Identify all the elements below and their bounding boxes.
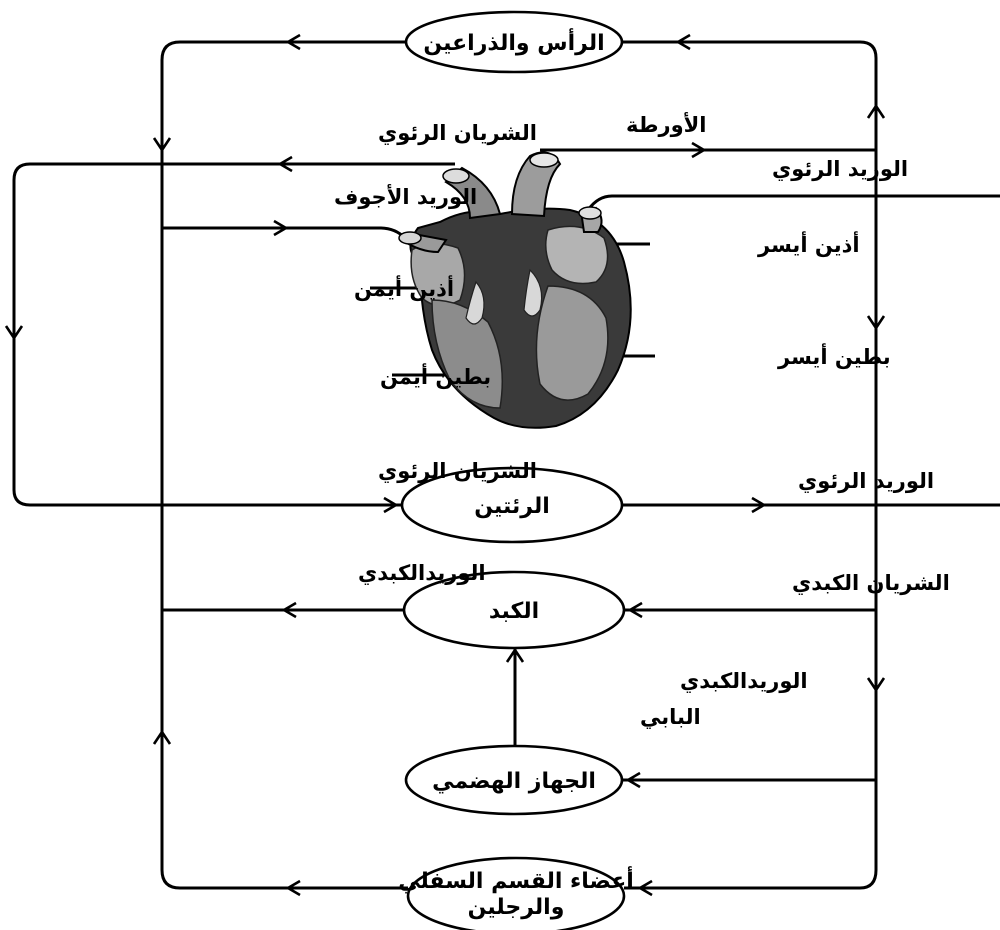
aorta-opening [530, 153, 558, 167]
left-return-line [162, 42, 405, 60]
label-pulmonary-vein-top: الوريد الرئوي [772, 157, 908, 182]
organ-head-arms: الرأس والذراعين [406, 12, 622, 72]
label-right-ventricle: بطين أيمن [380, 362, 491, 389]
label-aorta: الأورطة [626, 111, 707, 137]
organ-digestive: الجهاز الهضمي [406, 746, 622, 814]
pulmonary-vein-line [588, 196, 1000, 210]
label-vena-cava: الوريد الأجوف [334, 183, 477, 209]
organ-lower-body: أعضاء القسم السفلي والرجلين [398, 858, 634, 930]
pulmonary-artery-path [14, 164, 455, 505]
label-left-atrium: أذين أيسر [757, 230, 860, 257]
label-lungs: الرئتين [474, 494, 550, 519]
label-hepatic-portal-2: البابي [640, 705, 701, 729]
label-pulmonary-vein-bottom: الوريد الرئوي [798, 469, 934, 494]
label-hepatic-artery: الشريان الكبدي [792, 571, 950, 596]
label-right-atrium: أذين أيمن [354, 274, 454, 301]
label-pulmonary-artery-bottom: الشريان الرئوي [378, 459, 537, 484]
pulmonary-vein-opening [579, 207, 601, 219]
label-liver: الكبد [489, 599, 539, 624]
right-artery-bottom [624, 870, 876, 888]
label-lower-body-1: أعضاء القسم السفلي [398, 865, 634, 894]
label-left-ventricle: بطين أيسر [777, 342, 891, 369]
vena-cava-opening [399, 232, 421, 244]
label-lower-body-2: والرجلين [468, 895, 565, 920]
label-head-arms: الرأس والذراعين [423, 27, 604, 56]
left-return-bottom [162, 870, 408, 888]
pulmonary-artery-opening [443, 169, 469, 183]
label-pulmonary-artery-top: الشريان الرئوي [378, 121, 537, 146]
label-hepatic-portal-1: الوريدالكبدي [680, 669, 808, 694]
label-digestive: الجهاز الهضمي [432, 769, 596, 794]
label-hepatic-vein: الوريدالكبدي [358, 561, 486, 586]
